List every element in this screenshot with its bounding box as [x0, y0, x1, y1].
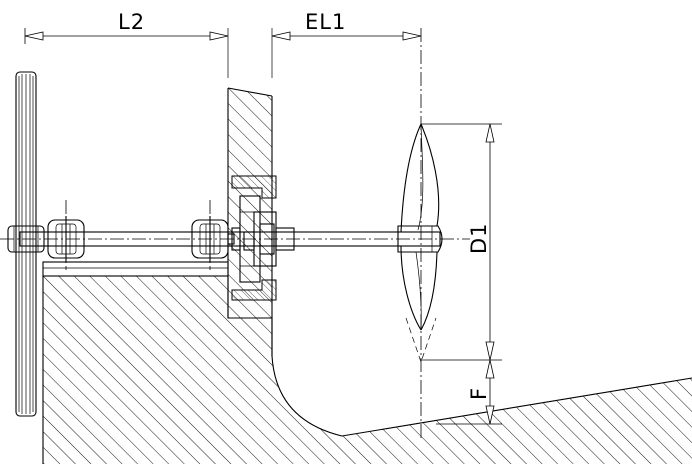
tank-wall [227, 28, 273, 356]
drive-pulley [7, 71, 45, 417]
dimension-l2: L2 [24, 10, 229, 44]
label-d1: D1 [467, 222, 491, 254]
label-el1: EL1 [305, 10, 346, 34]
label-f: F [467, 387, 491, 400]
dimension-f: F [436, 359, 502, 425]
support-frame [42, 261, 229, 277]
center-lines [0, 28, 470, 440]
ground-section [42, 275, 692, 464]
propeller-hub [397, 225, 443, 253]
dimension-el1: EL1 [271, 10, 422, 41]
dimension-d1: D1 [421, 123, 502, 361]
propeller-blades [400, 123, 440, 364]
label-l2: L2 [118, 10, 145, 34]
